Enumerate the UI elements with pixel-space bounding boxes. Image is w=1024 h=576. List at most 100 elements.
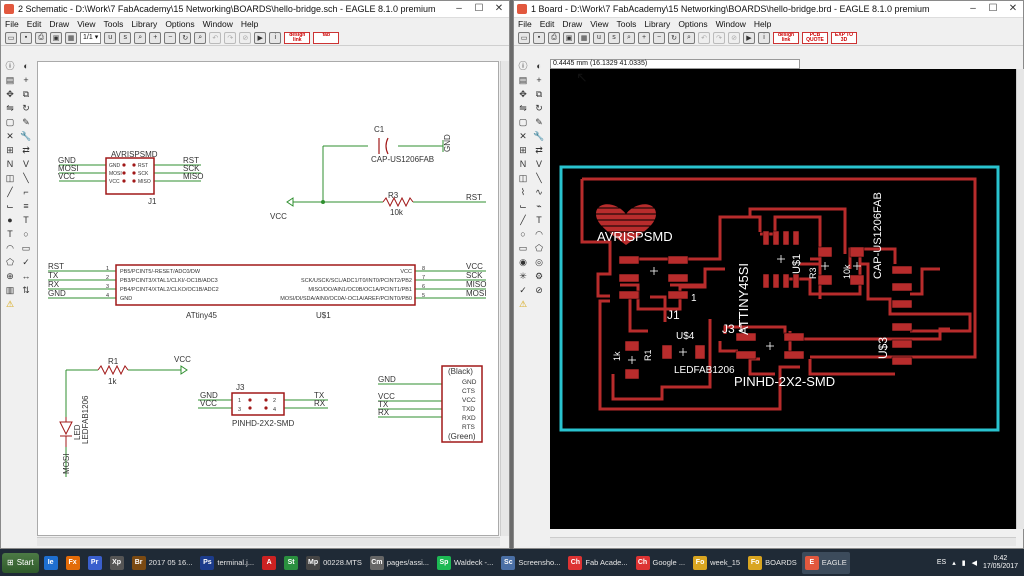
schematic-canvas[interactable]: AVRISPSMD GND MOSI VCC RST SCK MISO J1 G… [37, 61, 499, 536]
language-indicator[interactable]: ES [936, 559, 947, 566]
redraw-icon[interactable]: ↻ [668, 31, 680, 44]
display-tool-icon[interactable]: ▤ [5, 75, 15, 85]
group-tool-icon[interactable]: ▢ [518, 117, 528, 127]
mirror-tool-icon[interactable]: ⇋ [6, 103, 14, 113]
export-3d-button[interactable]: EXP TO 3D [831, 31, 857, 44]
dimension-tool-icon[interactable]: ↔ [21, 271, 31, 281]
pinswap-tool-icon[interactable]: ⇅ [22, 285, 30, 295]
board-canvas[interactable]: AVRISPSMD ATTINY45SI U$1 R3 10k CAP-US12… [550, 69, 1016, 529]
show-tool-icon[interactable]: ◐ [23, 61, 29, 71]
move-tool-icon[interactable]: ✥ [6, 89, 14, 99]
replace-tool-icon[interactable]: ⇄ [22, 145, 30, 155]
wrench-tool-icon[interactable]: 🔧 [20, 131, 32, 141]
board-horizontal-scrollbar[interactable] [550, 537, 1016, 546]
redraw-icon[interactable]: ↻ [179, 31, 192, 44]
junction-tool-icon[interactable]: ● [7, 215, 13, 225]
zoom-select-icon[interactable]: ⌕ [194, 31, 207, 44]
value-tool-icon[interactable]: V [535, 159, 542, 169]
info-tool-icon[interactable]: ⓘ [5, 61, 15, 71]
print-icon[interactable]: ⎙ [548, 31, 560, 44]
zoom-in-icon[interactable]: + [638, 31, 650, 44]
pcb-quote-button[interactable]: PCB QUOTE [802, 31, 828, 44]
menu-draw[interactable]: Draw [49, 19, 70, 29]
minimize-button[interactable]: – [970, 3, 976, 14]
circle-tool-icon[interactable]: ○ [23, 229, 29, 239]
menu-help[interactable]: Help [240, 19, 259, 29]
attribute-tool-icon[interactable]: ⊕ [6, 271, 14, 281]
name-tool-icon[interactable]: N [519, 159, 527, 169]
menu-tools[interactable]: Tools [616, 19, 637, 29]
close-button[interactable]: ✕ [494, 3, 504, 14]
ulp-icon[interactable]: u [104, 31, 117, 44]
display-tool-icon[interactable]: ▤ [518, 75, 528, 85]
polygon-tool-icon[interactable]: ⬠ [535, 243, 543, 253]
zoom-fit-icon[interactable]: ⌕ [134, 31, 147, 44]
rotate-tool-icon[interactable]: ↻ [22, 103, 30, 113]
arc-tool-icon[interactable]: ◠ [6, 243, 14, 253]
mark-tool-icon[interactable]: + [23, 75, 29, 85]
save-icon[interactable]: ▪ [533, 31, 545, 44]
wire-tool-icon[interactable]: ╱ [520, 215, 526, 225]
mirror-tool-icon[interactable]: ⇋ [519, 103, 527, 113]
zoom-select-icon[interactable]: ⌕ [683, 31, 695, 44]
replace-tool-icon[interactable]: ⇄ [535, 145, 543, 155]
script-icon[interactable]: s [119, 31, 132, 44]
copy-tool-icon[interactable]: ⧉ [22, 89, 30, 99]
menu-library[interactable]: Library [131, 19, 158, 29]
board-icon[interactable]: ▦ [65, 31, 77, 44]
menu-edit[interactable]: Edit [539, 19, 555, 29]
add-tool-icon[interactable]: ⊞ [6, 145, 14, 155]
sheet-select[interactable]: 1/1▾ [80, 31, 102, 44]
board-vertical-scrollbar[interactable] [1016, 69, 1024, 529]
design-link-button[interactable]: design link [284, 31, 311, 44]
meander-tool-icon[interactable]: ∿ [535, 187, 543, 197]
route-tool-icon[interactable]: ⌙ [519, 201, 527, 211]
taskbar-item[interactable]: Xp [107, 552, 127, 574]
text-tool-icon[interactable]: T [536, 215, 542, 225]
info-icon[interactable]: i [758, 31, 770, 44]
tray-chevron-icon[interactable]: ▴ [952, 559, 956, 567]
menu-window[interactable]: Window [202, 19, 233, 29]
start-button[interactable]: ⊞Start [2, 552, 39, 573]
split-tool-icon[interactable]: ╲ [536, 173, 542, 183]
stop-icon[interactable]: ⊘ [728, 31, 740, 44]
hole-tool-icon[interactable]: ◎ [535, 257, 543, 267]
redo-icon[interactable]: ↷ [224, 31, 237, 44]
schematic-icon[interactable]: ▦ [578, 31, 590, 44]
menu-library[interactable]: Library [644, 19, 671, 29]
group-tool-icon[interactable]: ▢ [5, 117, 15, 127]
delete-tool-icon[interactable]: ✕ [6, 131, 14, 141]
arc-tool-icon[interactable]: ◠ [535, 229, 543, 239]
wire-tool-icon[interactable]: ╱ [7, 187, 13, 197]
maximize-button[interactable]: ☐ [474, 3, 484, 14]
text-tool-icon[interactable]: T [7, 229, 13, 239]
menu-options[interactable]: Options [678, 19, 708, 29]
zoom-out-icon[interactable]: − [653, 31, 665, 44]
value-tool-icon[interactable]: V [22, 159, 29, 169]
clock[interactable]: 0:42 17/05/2017 [983, 555, 1018, 571]
zoom-in-icon[interactable]: + [149, 31, 162, 44]
miter-tool-icon[interactable]: ⌐ [23, 187, 29, 197]
smash-tool-icon[interactable]: ◫ [5, 173, 15, 183]
add-tool-icon[interactable]: ⊞ [519, 145, 527, 155]
menu-draw[interactable]: Draw [562, 19, 583, 29]
polygon-tool-icon[interactable]: ⬠ [6, 257, 14, 267]
zoom-out-icon[interactable]: − [164, 31, 177, 44]
erc-tool-icon[interactable]: ✓ [22, 257, 30, 267]
info-tool-icon[interactable]: ⓘ [518, 61, 528, 71]
stop-icon[interactable]: ⊘ [239, 31, 252, 44]
script-icon[interactable]: s [608, 31, 620, 44]
go-icon[interactable]: ▶ [254, 31, 267, 44]
cam-icon[interactable]: ▣ [50, 31, 62, 44]
minimize-button[interactable]: – [456, 3, 462, 14]
autoroute-tool-icon[interactable]: ⚙ [534, 271, 544, 281]
